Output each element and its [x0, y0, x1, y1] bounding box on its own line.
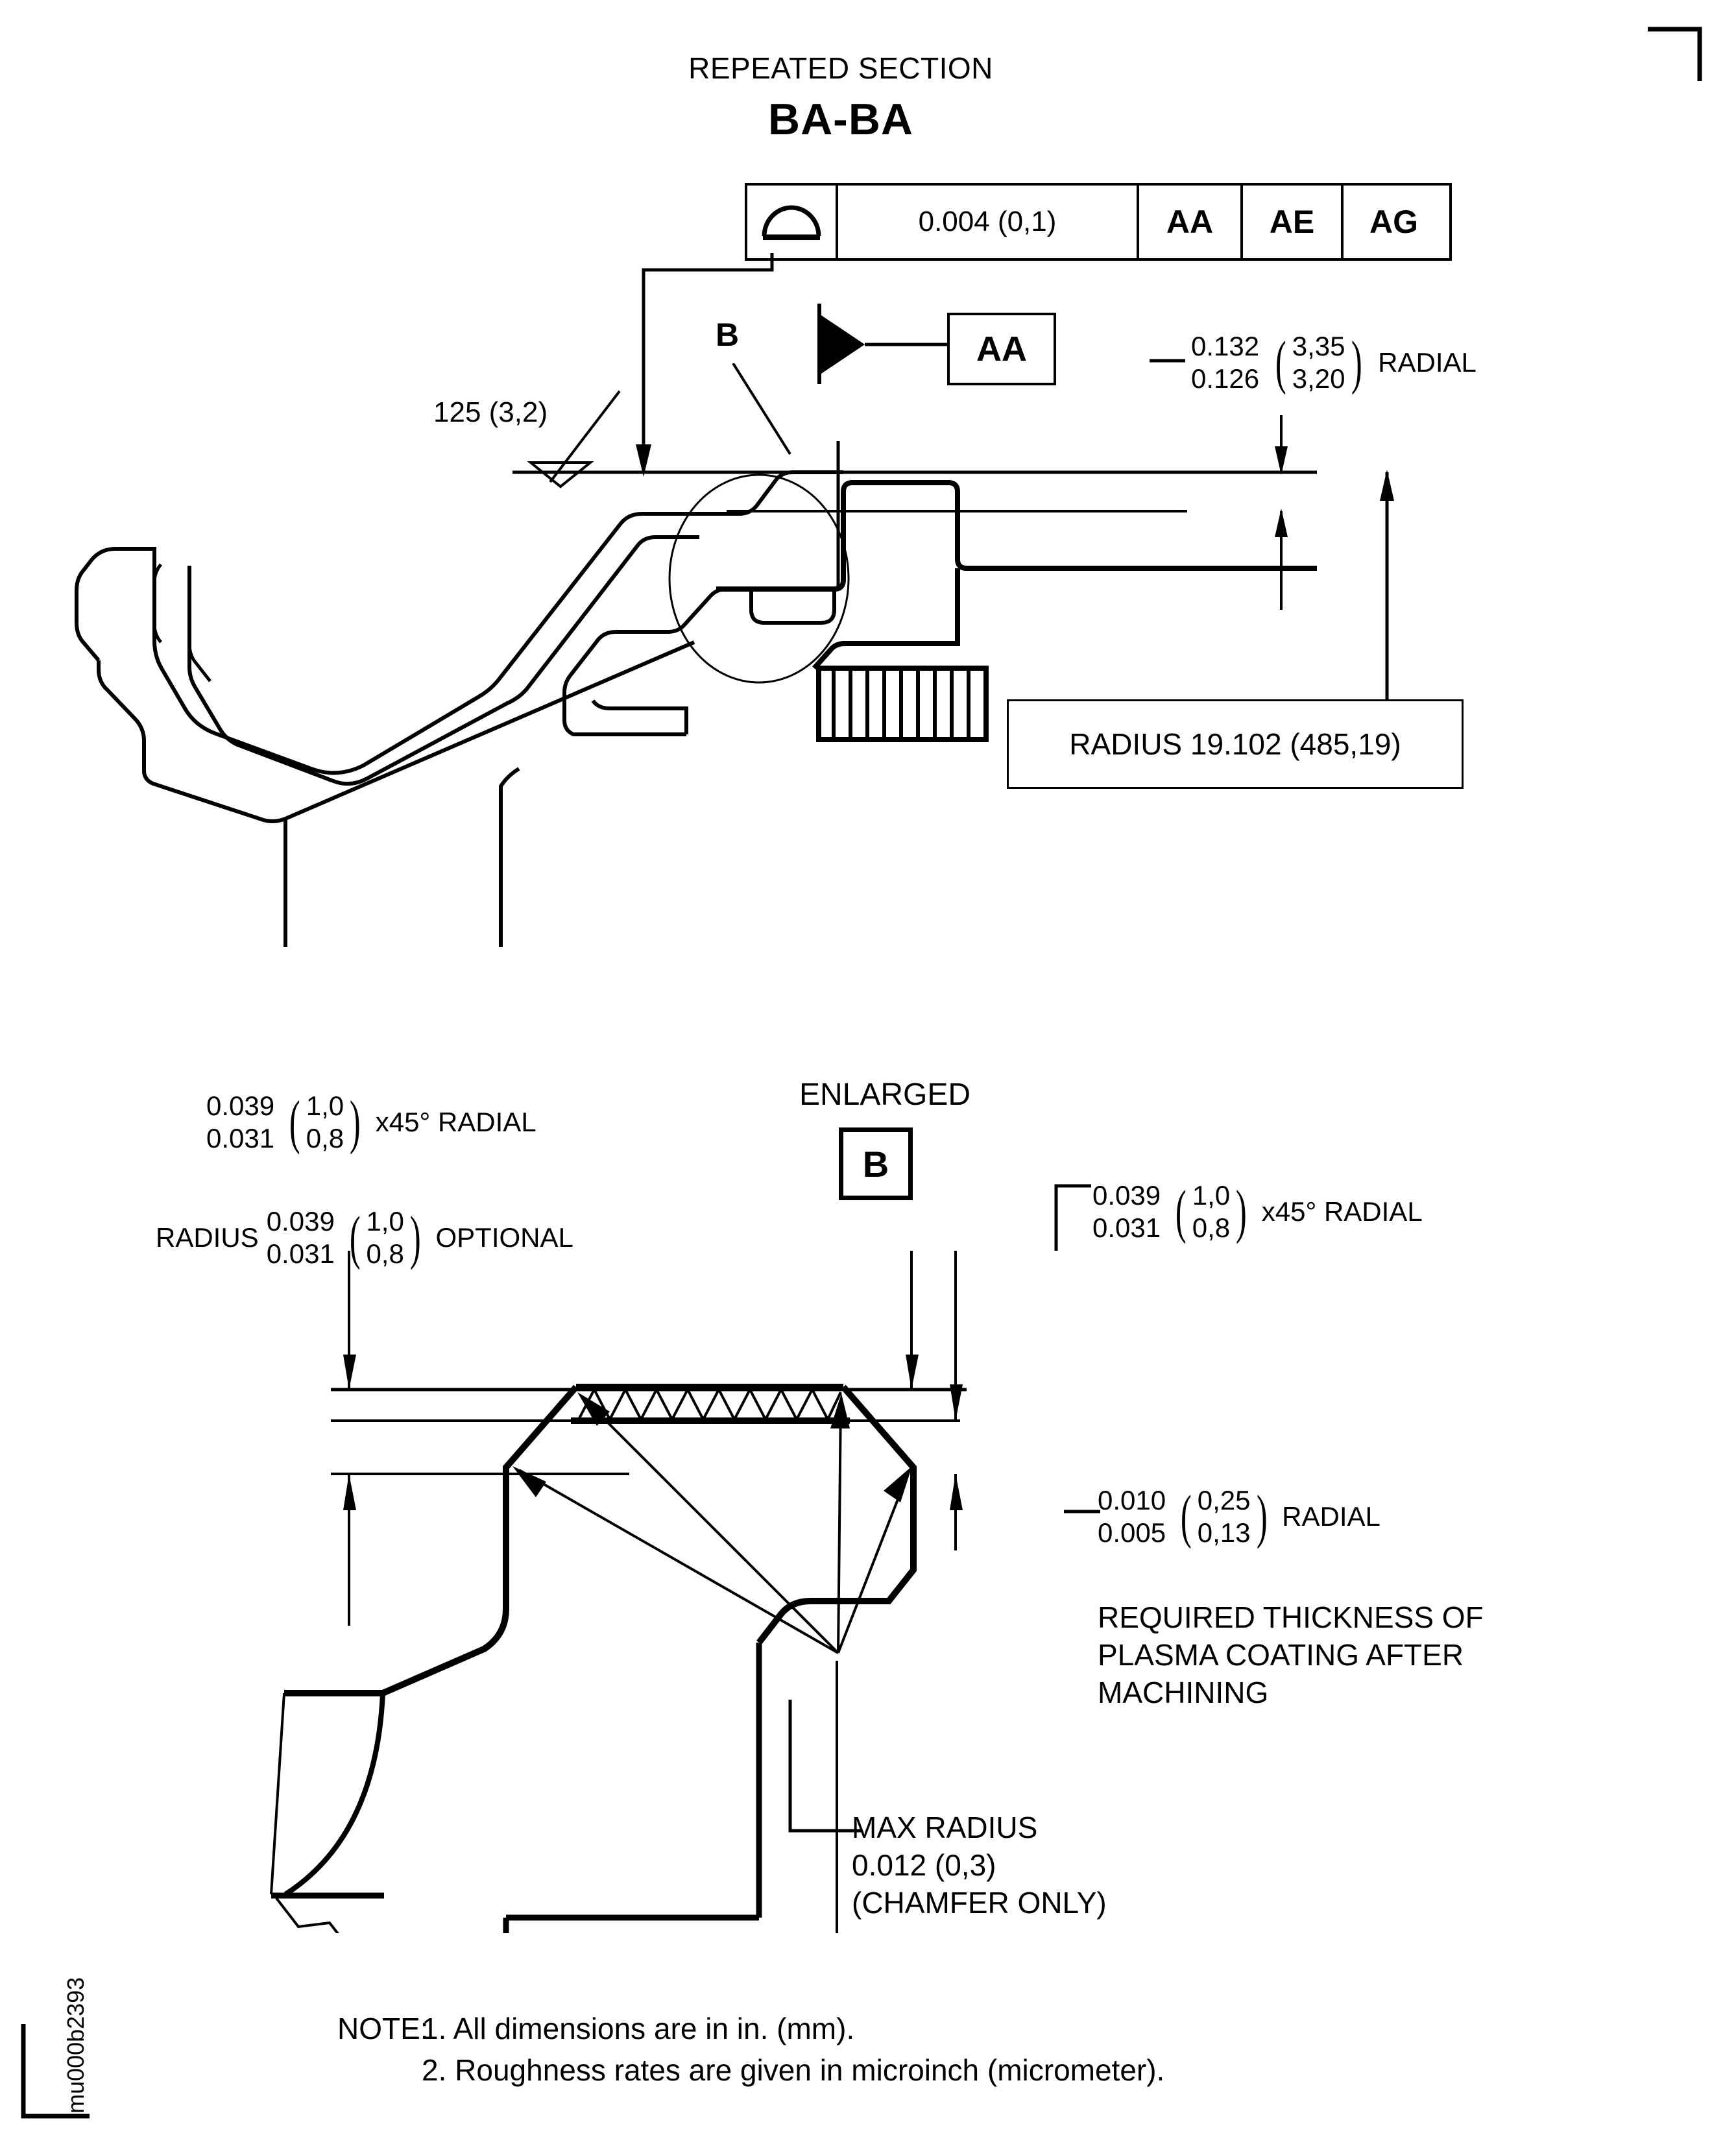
max-radius-line-2: 0.012 (0,3) [852, 1848, 996, 1882]
coating-thickness-lower-inch: 0.005 [1098, 1517, 1166, 1548]
chamfer-right-upper-mm: 1,0 [1192, 1180, 1231, 1211]
radius-optional-upper-mm: 1,0 [366, 1206, 404, 1236]
radial-dim-lower-inch: 0.126 [1191, 363, 1260, 394]
radius-optional-upper-inch: 0.039 [266, 1206, 335, 1236]
detail-marker-b-label: B [716, 317, 740, 353]
max-radius-leader-arrows [512, 1392, 912, 1654]
chamfer-left-upper-inch: 0.039 [206, 1091, 275, 1121]
radius-leader-arrow [1380, 470, 1394, 688]
section-title: BA-BA [767, 95, 914, 144]
fcf-datum-ae: AE [1243, 186, 1344, 258]
chamfer-left-upper-mm: 1,0 [306, 1091, 344, 1121]
section-subtitle: REPEATED SECTION [688, 51, 993, 85]
coating-thickness-upper-mm: 0,25 [1197, 1485, 1251, 1515]
max-radius-line-1: MAX RADIUS [852, 1811, 1038, 1844]
plasma-coating-hatch [577, 1386, 842, 1423]
detail-circle-b [668, 474, 850, 684]
radial-dim-upper-inch: 0.132 [1191, 331, 1260, 361]
coating-thickness-lower-mm: 0,13 [1197, 1517, 1251, 1548]
top-view-part-outline [75, 415, 1394, 947]
chamfer-left-suffix: x45° RADIAL [375, 1106, 536, 1137]
radius-optional-suffix: OPTIONAL [435, 1222, 573, 1253]
radial-dimension-callout: 0.132 0.126 ( 3,35 3,20 ) RADIAL [1191, 328, 1477, 395]
coating-note-line-3: MACHINING [1098, 1676, 1269, 1709]
radius-note-box: RADIUS 19.102 (485,19) [1007, 699, 1464, 789]
max-radius-leader [788, 1700, 862, 1833]
feature-control-frame: 0.004 (0,1) AA AE AG [745, 183, 1452, 261]
coating-thickness-right-arrows [906, 1251, 963, 1550]
surface-finish-icon [527, 390, 621, 488]
notes-label: NOTE: [337, 2012, 429, 2045]
detail-marker-b-leader [732, 363, 791, 455]
chamfer-right-upper-inch: 0.039 [1092, 1180, 1161, 1211]
crop-mark-bottom-left [21, 2024, 90, 2119]
radial-dim-suffix: RADIAL [1378, 346, 1477, 378]
coating-thickness-upper-inch: 0.010 [1098, 1485, 1166, 1515]
radius-optional-lower-inch: 0.031 [266, 1238, 335, 1269]
profile-of-surface-icon [747, 186, 838, 258]
coating-thickness-callout: 0.010 0.005 ( 0,25 0,13 ) RADIAL [1098, 1482, 1380, 1549]
crop-mark-top-right [1648, 27, 1702, 81]
enlarged-view-part-outline [270, 1251, 967, 1933]
note-item-2: 2. Roughness rates are given in microinc… [422, 2053, 1165, 2087]
radial-dim-lower-mm: 3,20 [1292, 363, 1345, 394]
radius-optional-lower-mm: 0,8 [366, 1238, 404, 1269]
coating-thickness-leader-dash [1064, 1510, 1100, 1513]
thickness-dimension-arrows [1275, 415, 1288, 610]
datum-feature-triangle-aa [817, 304, 947, 384]
chamfer-left-lower-mm: 0,8 [306, 1122, 344, 1153]
chamfer-right-leader [1054, 1184, 1091, 1251]
fcf-tolerance-value: 0.004 (0,1) [838, 186, 1139, 258]
surface-finish-value: 125 (3,2) [433, 396, 548, 428]
drawing-id-label: mu000b2393 [62, 1977, 89, 2114]
max-radius-line-3: (CHAMFER ONLY) [852, 1886, 1107, 1920]
chamfer-right-callout: 0.039 0.031 ( 1,0 0,8 ) x45° RADIAL [1092, 1177, 1423, 1244]
coating-note-line-2: PLASMA COATING AFTER [1098, 1638, 1464, 1672]
chamfer-left-lower-inch: 0.031 [206, 1122, 275, 1153]
radius-optional-prefix: RADIUS [156, 1222, 259, 1253]
radial-dim-leader-dash [1150, 359, 1185, 363]
radius-optional-callout: RADIUS 0.039 0.031 ( 1,0 0,8 ) OPTIONAL [156, 1203, 573, 1270]
chamfer-right-lower-inch: 0.031 [1092, 1212, 1161, 1243]
chamfer-right-suffix: x45° RADIAL [1261, 1196, 1423, 1227]
fcf-datum-ag: AG [1369, 204, 1418, 240]
chamfer-left-callout: 0.039 0.031 ( 1,0 0,8 ) x45° RADIAL [206, 1088, 536, 1155]
enlarged-header: ENLARGED [799, 1078, 971, 1112]
fcf-leader-line [636, 253, 774, 477]
datum-label-aa-box: AA [947, 313, 1056, 385]
coating-thickness-suffix: RADIAL [1282, 1500, 1380, 1532]
enlarged-detail-letter-box: B [839, 1127, 913, 1200]
radial-dim-upper-mm: 3,35 [1292, 331, 1345, 361]
serration-hatch-block [816, 666, 989, 742]
coating-note-line-1: REQUIRED THICKNESS OF [1098, 1600, 1484, 1634]
chamfer-right-lower-mm: 0,8 [1192, 1212, 1231, 1243]
coating-thickness-left-arrows [343, 1251, 356, 1626]
fcf-datum-aa: AA [1139, 186, 1243, 258]
note-item-1: 1. All dimensions are in in. (mm). [422, 2012, 855, 2045]
